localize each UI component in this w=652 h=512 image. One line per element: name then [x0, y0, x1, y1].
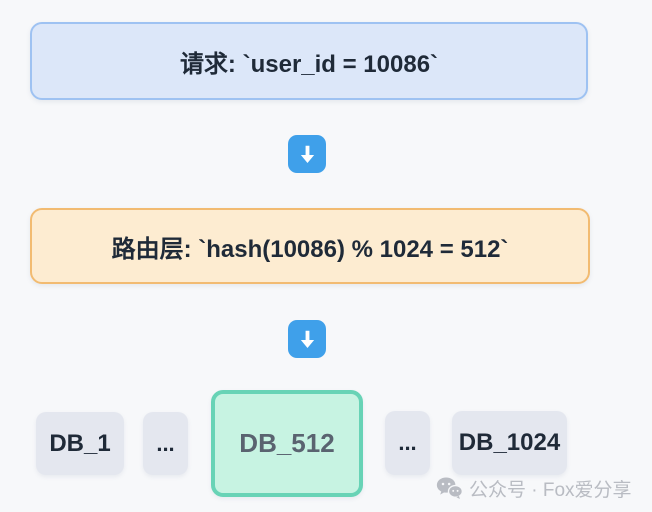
- down-arrow-icon: [288, 320, 326, 358]
- db-node-512-highlighted: DB_512: [211, 390, 363, 497]
- wechat-icon: [436, 477, 463, 499]
- ellipsis-node: ...: [385, 411, 430, 475]
- db-node-1: DB_1: [36, 412, 124, 475]
- db-node-1024: DB_1024: [452, 411, 567, 475]
- ellipsis-node: ...: [143, 412, 188, 475]
- down-arrow-icon: [288, 135, 326, 173]
- watermark-text: 公众号 · Fox爱分享: [469, 479, 632, 501]
- request-box: 请求: `user_id = 10086`: [30, 22, 588, 100]
- routing-box: 路由层: `hash(10086) % 1024 = 512`: [30, 208, 590, 284]
- watermark: 公众号 · Fox爱分享: [436, 474, 632, 502]
